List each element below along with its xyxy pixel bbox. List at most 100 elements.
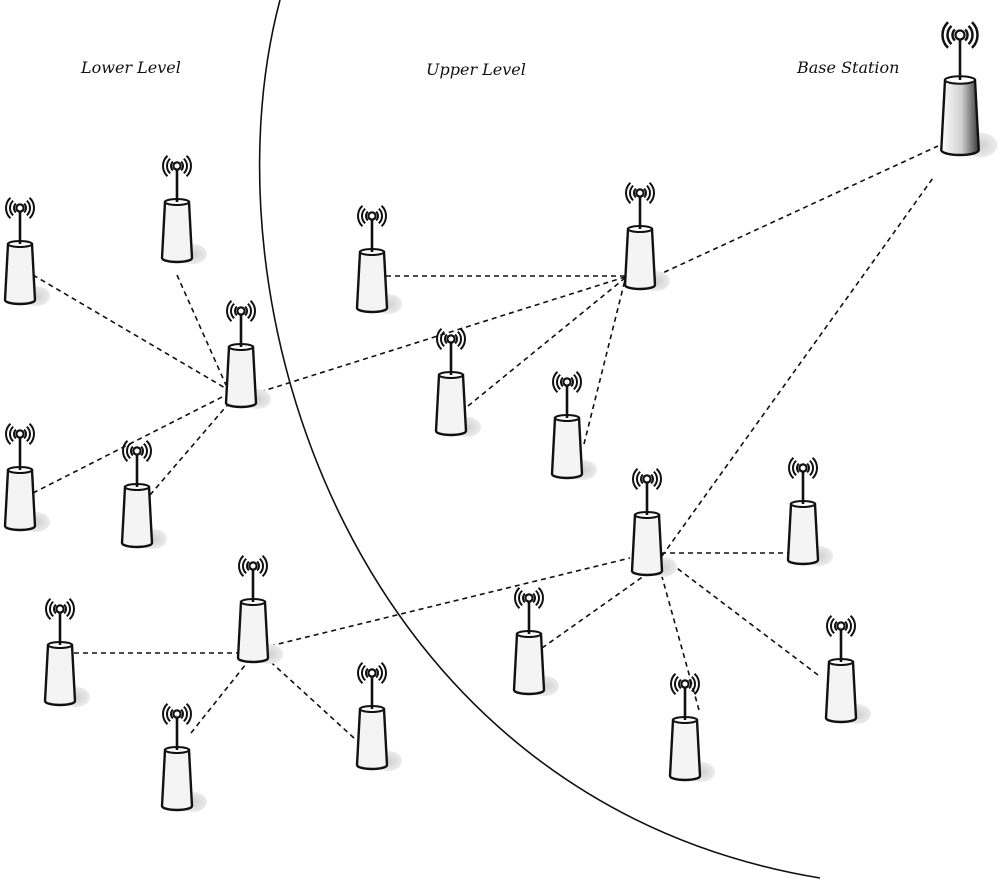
node-body: [786, 502, 820, 566]
link-L9-L7: [261, 653, 355, 739]
link-L4-L3: [32, 391, 233, 494]
signal-wave-right: [375, 210, 379, 222]
upper-level-label: Upper Level: [426, 60, 526, 79]
node-body: [120, 485, 154, 549]
lower-level-label: Lower Level: [81, 58, 181, 77]
signal-wave-left: [788, 457, 795, 479]
links-layer: [32, 145, 939, 739]
signal-wave-right: [145, 440, 152, 462]
sensor-node-icon: [355, 205, 402, 314]
antenna-tip: [562, 377, 572, 387]
signal-wave-left: [640, 473, 644, 485]
signal-wave-right: [655, 468, 662, 490]
node-body: [512, 632, 546, 696]
antenna-tip: [248, 561, 258, 571]
signal-wave-right: [847, 617, 852, 635]
signal-wave-left: [9, 199, 14, 217]
signal-wave-left: [246, 560, 250, 572]
signal-wave-right: [535, 589, 540, 607]
signal-wave-left: [13, 202, 17, 214]
node-body: [3, 242, 37, 306]
node-body: [824, 660, 858, 724]
link-U5-base-station: [661, 177, 934, 557]
signal-wave-left: [830, 617, 835, 635]
node-body: [355, 707, 389, 771]
antenna-tip: [15, 203, 25, 213]
signal-wave-left: [5, 423, 12, 445]
sensor-node-L5: [120, 440, 167, 549]
signal-wave-right: [573, 373, 578, 391]
signal-wave-left: [552, 371, 559, 393]
node-body: [668, 718, 702, 782]
signal-wave-right: [380, 205, 387, 227]
signal-wave-left: [242, 557, 247, 575]
sensor-node-L6: [43, 598, 90, 707]
signal-wave-right: [570, 376, 574, 388]
signal-wave-left: [126, 442, 131, 460]
level-boundary-arc: [258, 0, 821, 879]
signal-wave-left: [946, 24, 953, 46]
signal-wave-left: [234, 305, 238, 317]
node-body: [160, 200, 194, 264]
signal-wave-left: [5, 197, 12, 219]
antenna-tip: [680, 679, 690, 689]
link-U2-base-station: [655, 145, 939, 277]
signal-wave-right: [68, 598, 75, 620]
signal-wave-right: [380, 662, 387, 684]
signal-wave-left: [792, 459, 797, 477]
antenna-tip: [236, 306, 246, 316]
node-body: [236, 600, 270, 664]
sensor-node-L4: [3, 423, 50, 532]
signal-wave-right: [375, 667, 379, 679]
signal-wave-left: [230, 302, 235, 320]
antenna-tip: [367, 668, 377, 678]
signal-wave-right: [63, 603, 67, 615]
signal-wave-right: [143, 442, 148, 460]
signal-wave-right: [964, 28, 969, 42]
signal-wave-left: [226, 300, 233, 322]
signal-wave-right: [185, 703, 192, 725]
link-L1-L3: [32, 274, 233, 393]
signal-wave-right: [26, 425, 31, 443]
signal-wave-left: [678, 678, 682, 690]
sensor-node-icon: [3, 197, 50, 306]
signal-wave-right: [532, 592, 536, 604]
signal-wave-right: [454, 333, 458, 345]
sensor-node-L7: [236, 555, 283, 664]
signal-wave-right: [806, 462, 810, 474]
signal-wave-left: [13, 428, 17, 440]
signal-wave-right: [967, 24, 974, 46]
sensor-node-L9: [355, 662, 402, 771]
link-L8-L7: [190, 653, 255, 734]
signal-wave-left: [170, 160, 174, 172]
signal-wave-right: [28, 423, 35, 445]
signal-wave-left: [162, 155, 169, 177]
signal-wave-left: [514, 587, 521, 609]
sensor-node-icon: [355, 662, 402, 771]
signal-wave-right: [459, 328, 466, 350]
signal-wave-left: [625, 182, 632, 204]
signal-wave-right: [378, 664, 383, 682]
antenna-tip: [172, 709, 182, 719]
sensor-node-icon: [824, 615, 871, 724]
sensor-node-icon: [160, 155, 207, 264]
sensor-node-U5: [630, 468, 677, 577]
sensor-node-L2: [160, 155, 207, 264]
signal-wave-left: [130, 445, 134, 457]
antenna-tip: [132, 446, 142, 456]
antenna-tip: [642, 474, 652, 484]
signal-wave-left: [560, 376, 564, 388]
signal-wave-right: [643, 187, 647, 199]
signal-wave-right: [180, 708, 184, 720]
sensor-node-icon: [3, 423, 50, 532]
signal-wave-left: [670, 673, 677, 695]
signal-wave-left: [162, 703, 169, 725]
link-L7-U5: [269, 557, 631, 647]
antenna-tip: [367, 211, 377, 221]
base-station-label: Base Station: [797, 58, 900, 77]
signal-wave-right: [66, 600, 71, 618]
link-L2-L3: [176, 274, 227, 386]
signal-wave-left: [122, 440, 129, 462]
signal-wave-right: [23, 428, 27, 440]
signal-wave-right: [244, 305, 248, 317]
